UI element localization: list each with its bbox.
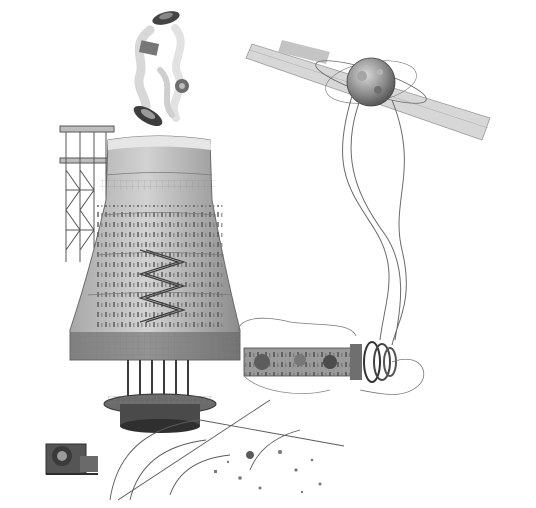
horizontal-engine [237,317,425,395]
ground-arcs [109,399,345,501]
moon-orb [315,57,427,107]
ground-debris [214,450,322,494]
floating-car-middle [133,105,163,127]
coil-assembly [350,341,397,383]
floating-machine-small [138,40,189,93]
tower-staircase [138,249,186,323]
scaffold-tower [59,125,115,262]
turbine-base [103,393,217,433]
tower-support-legs [127,360,189,398]
floating-car-top [152,11,180,25]
cooling-tower [69,135,241,361]
small-engine [45,443,98,475]
smoke-plumes [134,24,185,122]
hanging-cables [342,95,407,346]
